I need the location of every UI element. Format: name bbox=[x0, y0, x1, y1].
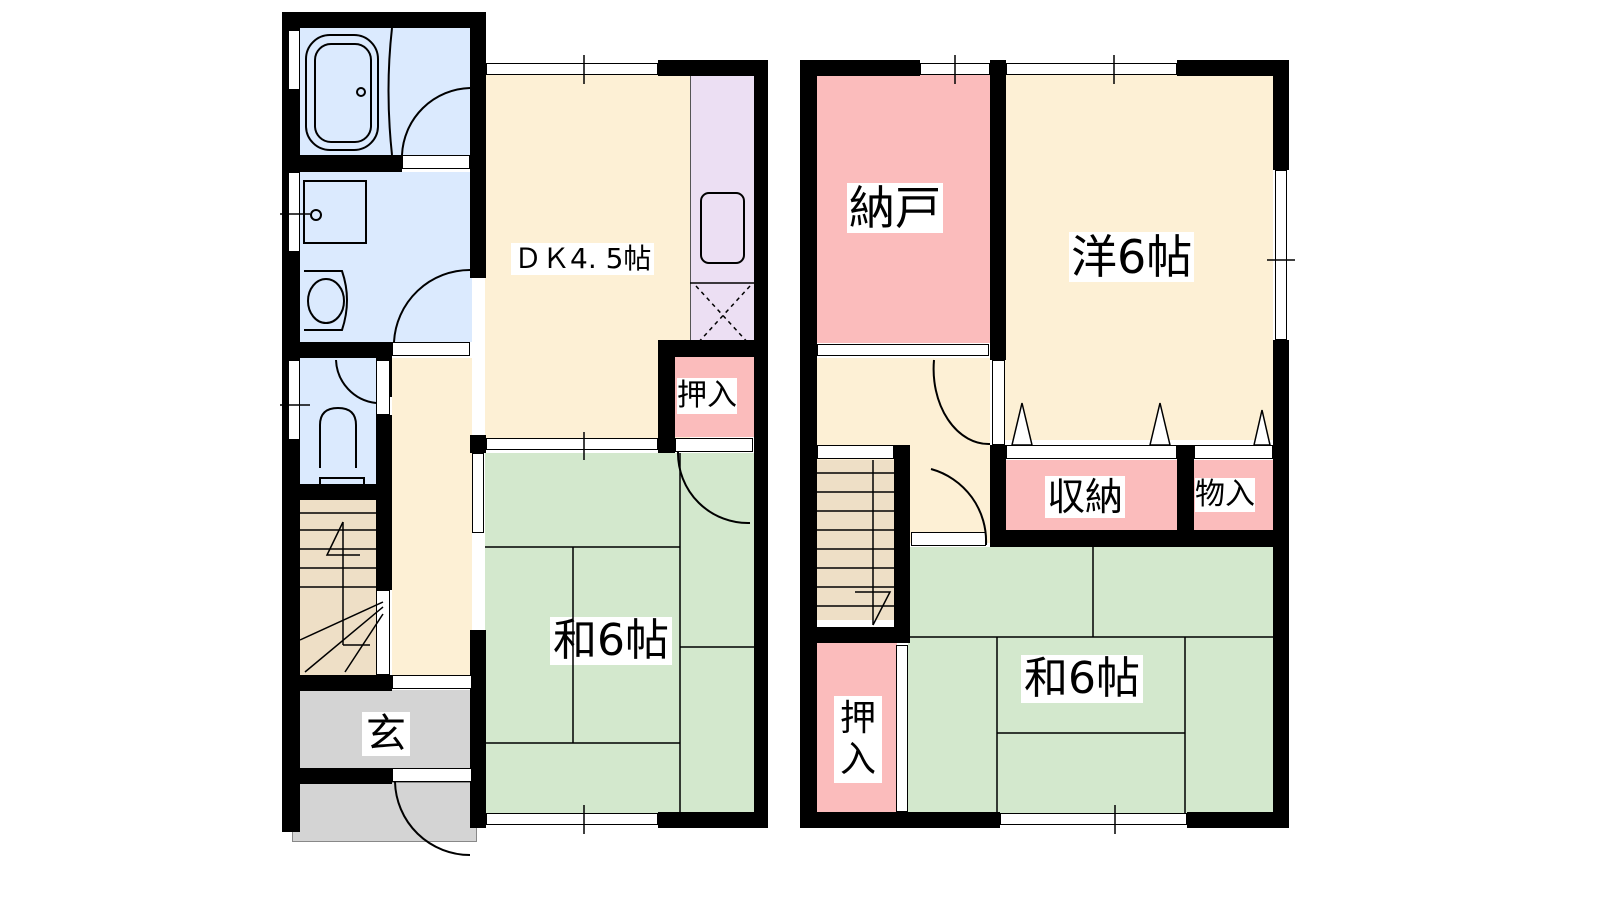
wall bbox=[800, 627, 910, 643]
wall bbox=[754, 60, 768, 828]
wall bbox=[470, 12, 486, 64]
room-label-entrance: 玄 bbox=[362, 712, 410, 756]
room-label-closet-1f: 押入 bbox=[677, 378, 737, 414]
door-frame bbox=[392, 675, 472, 689]
wall bbox=[1187, 812, 1289, 828]
door-frame bbox=[911, 532, 986, 546]
window bbox=[920, 63, 990, 75]
hallway bbox=[392, 358, 472, 676]
wall bbox=[800, 60, 920, 76]
wall bbox=[282, 675, 392, 691]
wall bbox=[282, 155, 402, 172]
door-frame bbox=[992, 360, 1005, 445]
wall bbox=[990, 445, 1006, 545]
room-label-shuno: 収納 bbox=[1045, 475, 1126, 519]
sliding-door[interactable] bbox=[896, 645, 908, 812]
wall bbox=[658, 60, 768, 76]
window bbox=[486, 813, 658, 825]
window bbox=[1000, 813, 1187, 825]
door-frame bbox=[817, 445, 894, 459]
wall bbox=[282, 12, 486, 28]
wall bbox=[894, 445, 910, 643]
closet-door[interactable] bbox=[1194, 445, 1273, 459]
wall bbox=[282, 342, 392, 358]
wall bbox=[800, 60, 817, 828]
window bbox=[1275, 170, 1287, 340]
window bbox=[486, 63, 658, 75]
sliding-door[interactable] bbox=[472, 453, 484, 533]
wall bbox=[1177, 445, 1194, 545]
room-label-nando: 納戸 bbox=[847, 181, 943, 235]
stairs-2f bbox=[817, 460, 895, 620]
wall bbox=[990, 530, 1289, 547]
room-label-oshiire-2f: 押入 bbox=[834, 696, 882, 783]
wall bbox=[376, 415, 392, 590]
wall bbox=[1273, 340, 1289, 828]
wall bbox=[800, 343, 816, 359]
wall bbox=[470, 630, 486, 828]
wall bbox=[658, 812, 768, 828]
wall bbox=[470, 64, 486, 278]
wall bbox=[1177, 60, 1289, 76]
room-label-monoire: 物入 bbox=[1195, 477, 1255, 512]
door-frame bbox=[402, 155, 470, 169]
wall bbox=[800, 812, 1000, 828]
wall bbox=[658, 340, 675, 453]
window bbox=[288, 30, 300, 90]
closet-door[interactable] bbox=[1006, 445, 1177, 459]
wall bbox=[1273, 60, 1289, 170]
window bbox=[1006, 63, 1177, 75]
wall bbox=[990, 60, 1006, 360]
window bbox=[288, 360, 300, 440]
floor-1-plan: ＤＫ4. 5帖 押入 和6帖 玄 bbox=[282, 12, 768, 842]
door-frame bbox=[376, 360, 390, 415]
door-frame bbox=[392, 342, 470, 356]
room-label-washitsu-2f: 和6帖 bbox=[1021, 655, 1143, 703]
sliding-door[interactable] bbox=[817, 344, 989, 356]
room-label-dk: ＤＫ4. 5帖 bbox=[511, 243, 655, 275]
wall bbox=[470, 435, 486, 453]
door-frame bbox=[675, 438, 753, 452]
window bbox=[486, 438, 658, 450]
room-label-youshitsu: 洋6帖 bbox=[1069, 230, 1195, 284]
wall bbox=[282, 768, 392, 784]
window bbox=[288, 172, 300, 252]
door-frame bbox=[392, 768, 472, 782]
